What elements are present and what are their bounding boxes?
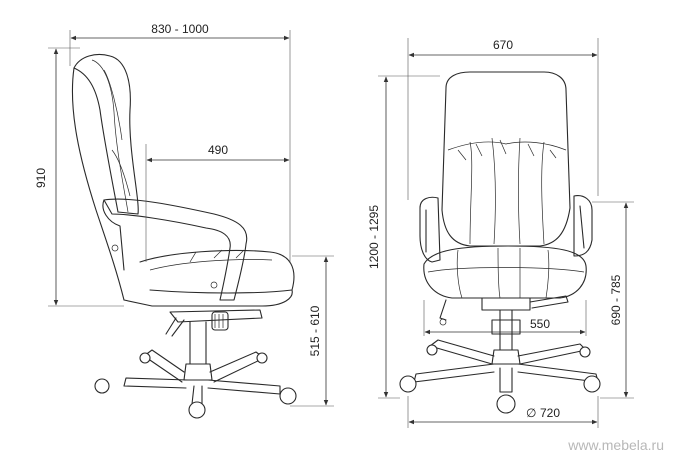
- watermark: www.mebela.ru: [567, 437, 664, 453]
- base-diameter-label: 720: [540, 406, 560, 420]
- seat-height-dimension: 515 - 610: [290, 255, 334, 407]
- total-height-label: 1200 - 1295: [367, 205, 381, 269]
- armrest-height-dimension: 690 - 785: [592, 201, 634, 399]
- diameter-icon: ∅: [526, 406, 536, 420]
- side-depth-label: 830 - 1000: [151, 22, 209, 36]
- armrest-height-label: 690 - 785: [609, 274, 623, 325]
- wheel-icon: [94, 378, 110, 394]
- front-width-dimension: 670: [407, 38, 599, 200]
- total-height-dimension: 1200 - 1295: [367, 75, 440, 399]
- front-width-label: 670: [493, 38, 513, 52]
- seat-depth-label: 490: [208, 143, 228, 157]
- side-view-chair: [71, 53, 297, 419]
- side-height-dimension: 910: [34, 47, 124, 307]
- seat-depth-dimension: 490: [145, 143, 290, 262]
- front-view-chair: [399, 71, 601, 414]
- side-depth-dimension: 830 - 1000: [69, 22, 291, 262]
- base-diameter-dimension: ∅ 720: [407, 396, 599, 428]
- seat-width-label: 550: [530, 317, 550, 331]
- side-height-label: 910: [34, 168, 48, 188]
- seat-width-dimension: 550: [423, 300, 587, 336]
- seat-height-label: 515 - 610: [308, 305, 322, 356]
